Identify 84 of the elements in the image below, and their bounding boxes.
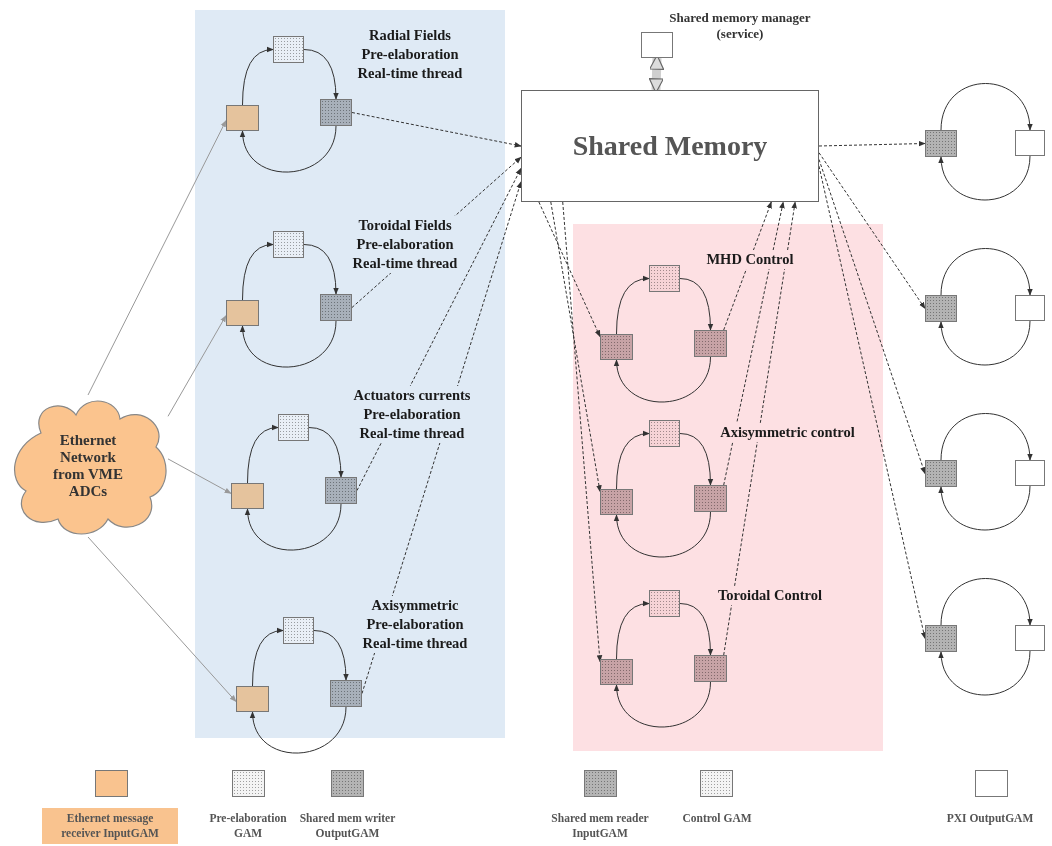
arrow xyxy=(679,603,714,656)
arrow xyxy=(614,681,711,728)
cloud-label: Ethernet Network from VME ADCs xyxy=(52,431,124,501)
input-module-box xyxy=(231,483,264,509)
arrow xyxy=(240,320,337,368)
dashed-arrow xyxy=(818,152,926,310)
arrow xyxy=(614,356,711,403)
processing-module-box xyxy=(278,414,309,441)
dashed-arrow xyxy=(562,201,603,663)
input-module-box xyxy=(600,659,633,685)
output-module-box xyxy=(320,99,352,126)
output-module-box xyxy=(694,485,727,512)
legend-label: PXI OutputGAM xyxy=(945,811,1035,827)
arrow xyxy=(313,630,349,681)
arrow xyxy=(167,315,227,417)
input-module-box xyxy=(925,625,957,652)
arrow xyxy=(167,458,232,494)
node-caption: Shared memory manager (service) xyxy=(668,10,812,43)
input-module-box xyxy=(925,130,957,157)
manager-box xyxy=(641,32,673,58)
arrow xyxy=(679,433,714,486)
processing-module-box xyxy=(273,36,304,63)
processing-module-box xyxy=(273,231,304,258)
arrow xyxy=(87,119,227,396)
arrow xyxy=(614,511,711,558)
input-module-box xyxy=(600,489,633,515)
arrow xyxy=(616,601,650,660)
output-module-box xyxy=(325,477,357,504)
legend-label: Shared mem reader InputGAM xyxy=(550,811,650,842)
arrow xyxy=(940,578,1032,626)
output-module-box xyxy=(1015,625,1045,651)
processing-module-box xyxy=(283,617,314,644)
control-module-box xyxy=(649,590,680,617)
memory-box xyxy=(521,90,819,202)
input-module-box xyxy=(226,300,259,326)
arrow xyxy=(940,248,1032,296)
panel-background xyxy=(573,224,883,751)
arrow xyxy=(939,650,1031,696)
output-module-box xyxy=(1015,460,1045,486)
box-label: Shared Memory xyxy=(572,130,768,162)
arrow xyxy=(940,83,1032,131)
arrow xyxy=(303,49,339,100)
legend-label: Shared mem writer OutputGAM xyxy=(298,811,397,842)
legend-label: Control GAM xyxy=(681,811,753,826)
arrow xyxy=(679,278,714,331)
arrow xyxy=(616,431,650,490)
input-module-box xyxy=(236,686,269,712)
arrow xyxy=(240,125,337,173)
input-module-box xyxy=(226,105,259,131)
dashed-arrow xyxy=(723,201,772,331)
dashed-arrow xyxy=(723,201,797,656)
arrow xyxy=(303,244,339,295)
arrow xyxy=(242,47,274,106)
arrow xyxy=(308,427,344,478)
dashed-arrow xyxy=(550,201,602,493)
arrow xyxy=(939,320,1031,366)
control-module-box xyxy=(649,420,680,447)
arrow xyxy=(939,155,1031,201)
input-module-box xyxy=(600,334,633,360)
arrow xyxy=(252,628,284,687)
dashed-arrow xyxy=(818,140,926,147)
dashed-arrow xyxy=(351,112,522,148)
dashed-arrow xyxy=(818,158,926,475)
arrow xyxy=(87,536,237,703)
arrow xyxy=(940,413,1032,461)
output-module-box xyxy=(320,294,352,321)
arrow xyxy=(250,706,347,754)
output-module-box xyxy=(330,680,362,707)
output-module-box xyxy=(694,655,727,682)
dashed-arrow xyxy=(723,201,785,486)
arrow xyxy=(245,503,342,551)
input-module-box xyxy=(925,295,957,322)
output-module-box xyxy=(694,330,727,357)
arrow xyxy=(616,276,650,335)
arrow xyxy=(247,425,279,484)
output-module-box xyxy=(1015,295,1045,321)
control-module-box xyxy=(649,265,680,292)
output-module-box xyxy=(1015,130,1045,156)
dashed-arrow xyxy=(538,201,601,338)
legend-label: Ethernet message receiver InputGAM xyxy=(42,808,178,844)
input-module-box xyxy=(925,460,957,487)
arrow xyxy=(242,242,274,301)
arrow xyxy=(939,485,1031,531)
dashed-arrow xyxy=(818,165,927,640)
